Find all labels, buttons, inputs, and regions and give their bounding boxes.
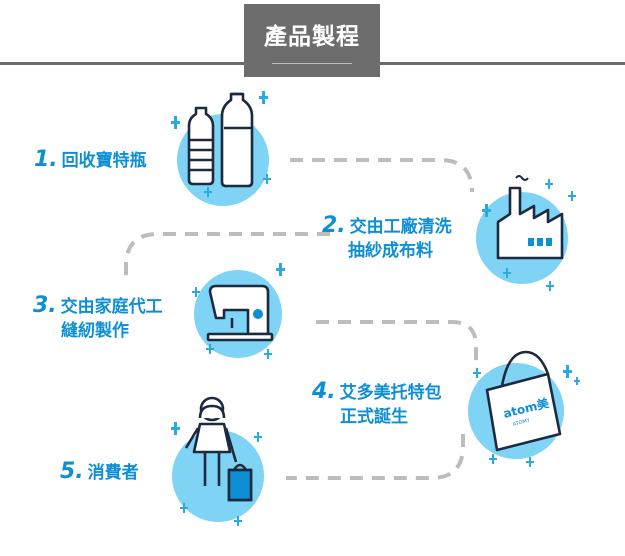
connector-2-3 <box>124 232 330 280</box>
step-3-text: 交由家庭代工 <box>60 297 163 317</box>
step-2-text: 交由工廠清洗 <box>349 217 452 237</box>
tote-bag-icon: atom美 ATOMY <box>468 350 580 467</box>
title-underline <box>272 63 352 64</box>
step-1-label: 1.回收寶特瓶 <box>34 148 147 173</box>
factory-icon <box>476 175 576 291</box>
sewing-machine-icon <box>192 263 285 359</box>
connector-1-2 <box>290 158 474 193</box>
step-5-label: 5.消費者 <box>60 460 139 485</box>
page-title: 產品製程 <box>264 24 360 50</box>
consumer-icon <box>171 396 264 526</box>
bag-logo-sub: ATOMY <box>512 417 531 427</box>
plastic-bottles-icon <box>171 91 271 206</box>
step-1-text: 回收寶特瓶 <box>61 151 147 171</box>
step-2-label: 2.交由工廠清洗 抽紗成布料 <box>322 214 452 263</box>
step-4-text: 艾多美托特包 <box>339 383 442 403</box>
step-3-label: 3.交由家庭代工 縫紉製作 <box>33 294 163 343</box>
step-5-text: 消費者 <box>87 463 139 483</box>
step-5-number: 5. <box>60 459 84 484</box>
step-4-number: 4. <box>312 379 336 404</box>
step-3-number: 3. <box>33 293 57 318</box>
connector-3-4 <box>316 320 478 368</box>
connector-paths <box>124 158 478 480</box>
step-4-text-line2: 正式誕生 <box>340 407 408 427</box>
step-4-label: 4.艾多美托特包 正式誕生 <box>312 380 442 429</box>
connector-4-5 <box>286 434 465 480</box>
step-3-text-line2: 縫紉製作 <box>61 321 129 341</box>
step-1-number: 1. <box>34 147 58 172</box>
step-2-text-line2: 抽紗成布料 <box>348 241 433 261</box>
step-2-number: 2. <box>322 213 346 238</box>
title-box: 產品製程 <box>244 4 380 77</box>
